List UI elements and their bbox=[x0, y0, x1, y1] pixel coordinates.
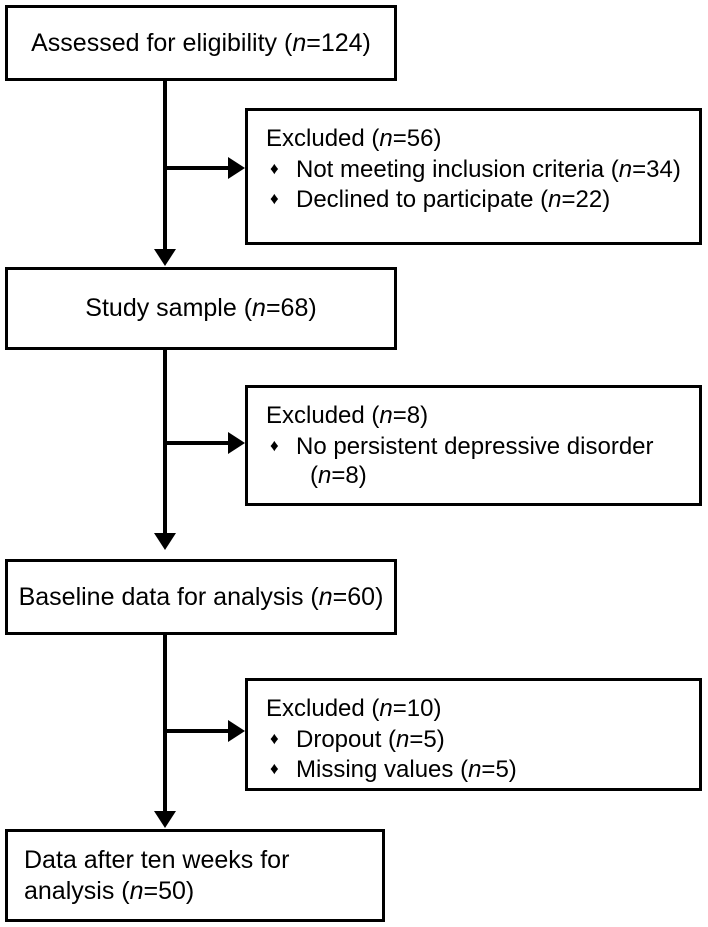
excluded-1-list: ♦Not meeting inclusion criteria (n=34) ♦… bbox=[266, 155, 689, 215]
n-symbol: n bbox=[618, 156, 633, 184]
arrowhead-excluded-2 bbox=[228, 432, 245, 454]
connector-baseline-to-final bbox=[163, 635, 167, 813]
excluded-2-title: Excluded (n=8) bbox=[266, 402, 429, 429]
n-symbol: n bbox=[318, 582, 333, 611]
bullet-diamond-icon: ♦ bbox=[270, 159, 279, 179]
bullet-diamond-icon: ♦ bbox=[270, 189, 279, 209]
list-item: ♦No persistent depressive disorder(n=8) bbox=[266, 433, 689, 491]
connector-branch-excluded-2 bbox=[163, 441, 231, 445]
node-assessed-label: Assessed for eligibility (n=124) bbox=[31, 28, 371, 57]
n-symbol: n bbox=[548, 186, 562, 214]
node-study-sample-label: Study sample (n=68) bbox=[85, 294, 317, 323]
node-baseline-data: Baseline data for analysis (n=60) bbox=[5, 559, 397, 635]
node-excluded-2: Excluded (n=8) ♦No persistent depressive… bbox=[245, 385, 702, 506]
bullet-diamond-icon: ♦ bbox=[270, 436, 279, 456]
n-symbol: n bbox=[379, 402, 393, 429]
connector-branch-excluded-3 bbox=[163, 729, 231, 733]
excluded-3-title: Excluded (n=10) bbox=[266, 695, 442, 722]
n-symbol: n bbox=[318, 462, 332, 490]
node-assessed-for-eligibility: Assessed for eligibility (n=124) bbox=[5, 5, 397, 81]
list-item: ♦Not meeting inclusion criteria (n=34) bbox=[270, 156, 681, 184]
excluded-1-title: Excluded (n=56) bbox=[266, 125, 442, 152]
list-item: ♦Declined to participate (n=22) bbox=[270, 186, 611, 214]
n-symbol: n bbox=[379, 125, 393, 152]
node-baseline-data-label: Baseline data for analysis (n=60) bbox=[18, 582, 384, 611]
arrowhead-to-baseline bbox=[154, 533, 176, 550]
list-item-wrap-line: (n=8) bbox=[310, 462, 367, 490]
list-item: ♦Dropout (n=5) bbox=[270, 726, 445, 754]
arrowhead-to-final bbox=[154, 811, 176, 828]
arrowhead-excluded-3 bbox=[228, 720, 245, 742]
excluded-2-list: ♦No persistent depressive disorder(n=8) bbox=[266, 432, 689, 491]
n-symbol: n bbox=[396, 726, 410, 754]
n-symbol: n bbox=[379, 695, 393, 722]
bullet-diamond-icon: ♦ bbox=[270, 759, 279, 779]
excluded-3-list: ♦Dropout (n=5) ♦Missing values (n=5) bbox=[266, 725, 689, 785]
node-excluded-3: Excluded (n=10) ♦Dropout (n=5) ♦Missing … bbox=[245, 678, 702, 791]
n-symbol: n bbox=[129, 876, 144, 905]
arrowhead-to-study-sample bbox=[154, 249, 176, 266]
connector-branch-excluded-1 bbox=[163, 166, 231, 170]
n-symbol: n bbox=[468, 756, 482, 784]
bullet-diamond-icon: ♦ bbox=[270, 729, 279, 749]
node-excluded-1: Excluded (n=56) ♦Not meeting inclusion c… bbox=[245, 108, 702, 245]
n-symbol: n bbox=[252, 294, 266, 323]
list-item: ♦Missing values (n=5) bbox=[270, 756, 517, 784]
n-symbol: n bbox=[292, 28, 307, 57]
arrowhead-excluded-1 bbox=[228, 157, 245, 179]
node-study-sample: Study sample (n=68) bbox=[5, 267, 397, 350]
